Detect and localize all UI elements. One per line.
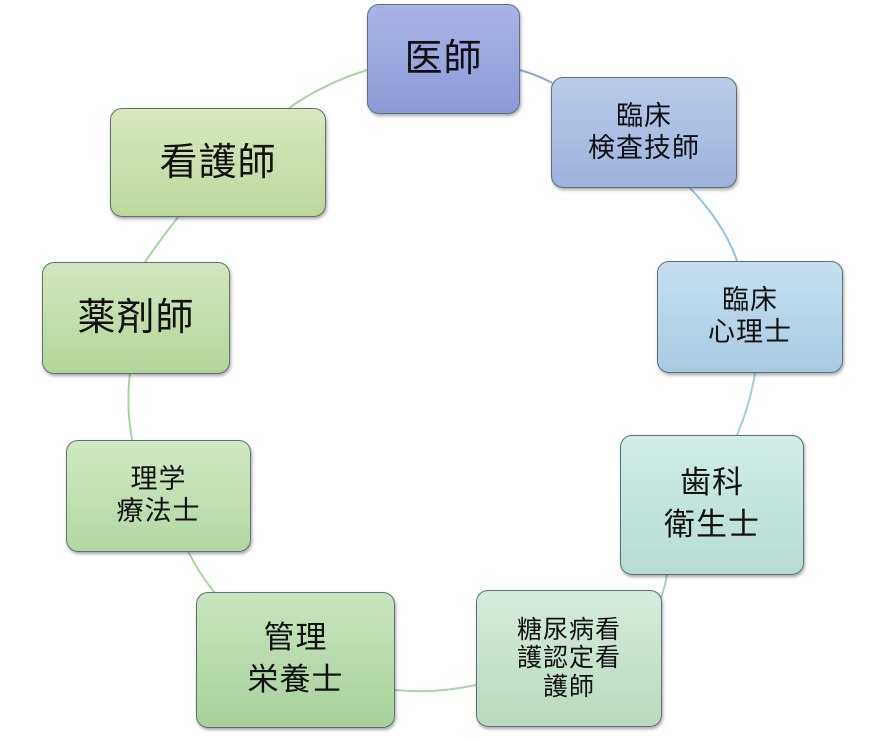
node-yakuzaishi-label: 薬剤師 — [77, 295, 195, 340]
node-rinsho-shinri: 臨床 心理士 — [657, 261, 843, 373]
ring-line-shika-to-tounyou — [660, 573, 668, 599]
node-yakuzaishi: 薬剤師 — [42, 262, 230, 374]
node-ishi: 医師 — [367, 4, 520, 114]
ring-line-yakuzai-to-kango — [144, 215, 180, 263]
node-rinsho-shinri-label: 臨床 心理士 — [708, 285, 792, 348]
node-ishi-label: 医師 — [404, 36, 483, 81]
node-rigaku-ryouhoushi-label: 理学 療法士 — [116, 464, 201, 527]
node-rinsho-kensa-label: 臨床 検査技師 — [588, 100, 700, 164]
node-rigaku-ryouhoushi: 理学 療法士 — [66, 440, 251, 552]
node-kanri-eiyoushi: 管理 栄養士 — [196, 592, 395, 728]
node-shika-eiseishi-label: 歯科 衛生士 — [664, 465, 760, 543]
node-tounyou-kango-label: 糖尿病看 護認定看 護師 — [516, 614, 621, 701]
node-shika-eiseishi: 歯科 衛生士 — [620, 435, 804, 575]
ring-line-rinsho-kensa-to-shinri — [689, 187, 738, 262]
node-rinsho-kensa: 臨床 検査技師 — [551, 77, 737, 188]
node-kangoshi-label: 看護師 — [159, 139, 277, 184]
ring-line-kango-to-ishi — [288, 69, 368, 109]
ring-line-rigaku-to-yakuzai — [127, 372, 133, 441]
ring-line-tounyou-to-kanri — [394, 684, 477, 693]
ring-line-ishi-to-rinsho-kensa — [519, 69, 553, 84]
node-kanri-eiyoushi-label: 管理 栄養士 — [247, 620, 344, 698]
node-kangoshi: 看護師 — [110, 108, 326, 217]
node-tounyou-kango: 糖尿病看 護認定看 護師 — [476, 590, 662, 727]
ring-line-kanri-to-rigaku — [187, 550, 216, 594]
ring-line-shinri-to-shika — [736, 372, 756, 436]
